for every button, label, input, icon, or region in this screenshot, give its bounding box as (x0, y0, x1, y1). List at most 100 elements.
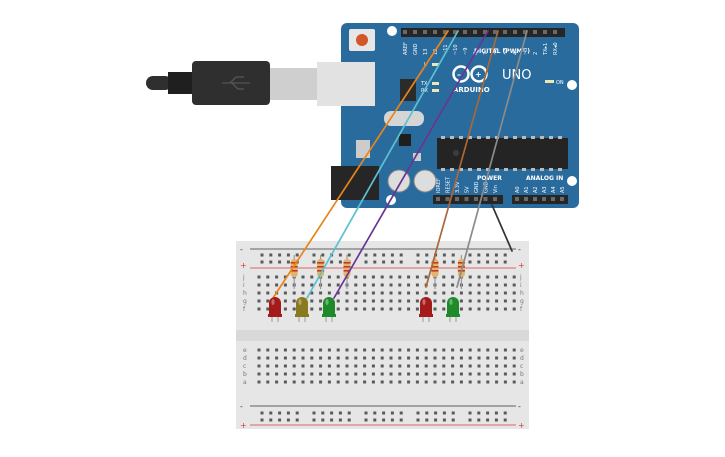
breadboard-hole[interactable] (371, 307, 375, 311)
breadboard-hole[interactable] (354, 291, 358, 295)
breadboard-hole[interactable] (292, 364, 296, 368)
breadboard-hole[interactable] (451, 275, 455, 279)
breadboard-hole[interactable] (477, 291, 481, 295)
breadboard-hole[interactable] (495, 364, 499, 368)
breadboard-hole[interactable] (398, 299, 402, 303)
rail-hole[interactable] (278, 260, 282, 264)
breadboard-hole[interactable] (503, 364, 507, 368)
rail-hole[interactable] (416, 418, 420, 422)
breadboard-hole[interactable] (407, 364, 411, 368)
rail-hole[interactable] (416, 253, 420, 257)
breadboard-hole[interactable] (389, 291, 393, 295)
rail-hole[interactable] (399, 253, 403, 257)
breadboard-hole[interactable] (407, 372, 411, 376)
breadboard-hole[interactable] (336, 299, 340, 303)
rail-hole[interactable] (338, 418, 342, 422)
jumper-wire[interactable] (333, 30, 489, 299)
breadboard-hole[interactable] (301, 283, 305, 287)
header-hole[interactable] (473, 30, 477, 34)
breadboard-hole[interactable] (415, 291, 419, 295)
breadboard-hole[interactable] (354, 275, 358, 279)
rail-hole[interactable] (434, 418, 438, 422)
breadboard-hole[interactable] (503, 299, 507, 303)
header-hole[interactable] (483, 197, 488, 201)
breadboard-hole[interactable] (345, 380, 349, 384)
breadboard-hole[interactable] (319, 299, 323, 303)
breadboard-hole[interactable] (512, 356, 516, 360)
breadboard-hole[interactable] (363, 364, 367, 368)
header-hole[interactable] (524, 197, 528, 201)
rail-hole[interactable] (494, 418, 498, 422)
breadboard-hole[interactable] (433, 348, 437, 352)
rail-hole[interactable] (451, 253, 455, 257)
rail-hole[interactable] (382, 418, 386, 422)
rail-hole[interactable] (260, 418, 264, 422)
breadboard-hole[interactable] (415, 348, 419, 352)
header-hole[interactable] (403, 30, 407, 34)
header-hole[interactable] (433, 30, 437, 34)
header-hole[interactable] (493, 197, 497, 201)
breadboard-hole[interactable] (380, 380, 384, 384)
breadboard-hole[interactable] (301, 356, 305, 360)
breadboard-hole[interactable] (363, 348, 367, 352)
rail-hole[interactable] (390, 260, 394, 264)
breadboard-hole[interactable] (363, 291, 367, 295)
breadboard-hole[interactable] (468, 283, 472, 287)
breadboard-hole[interactable] (345, 364, 349, 368)
header-hole[interactable] (551, 197, 555, 201)
breadboard-hole[interactable] (415, 283, 419, 287)
breadboard-hole[interactable] (283, 307, 287, 311)
breadboard-hole[interactable] (495, 307, 499, 311)
breadboard-hole[interactable] (468, 380, 472, 384)
breadboard-hole[interactable] (319, 291, 323, 295)
rail-hole[interactable] (269, 418, 273, 422)
breadboard-hole[interactable] (415, 356, 419, 360)
jumper-wire[interactable] (306, 30, 459, 299)
rail-hole[interactable] (399, 411, 403, 415)
jumper-wire[interactable] (491, 204, 513, 252)
breadboard-hole[interactable] (345, 299, 349, 303)
breadboard-hole[interactable] (459, 299, 463, 303)
breadboard-hole[interactable] (310, 291, 314, 295)
breadboard-hole[interactable] (407, 275, 411, 279)
breadboard-hole[interactable] (442, 380, 446, 384)
breadboard-hole[interactable] (424, 364, 428, 368)
rail-hole[interactable] (503, 411, 507, 415)
rail-hole[interactable] (295, 418, 299, 422)
breadboard-hole[interactable] (371, 348, 375, 352)
breadboard-hole[interactable] (459, 307, 463, 311)
breadboard-hole[interactable] (451, 364, 455, 368)
header-hole[interactable] (443, 30, 447, 34)
breadboard-hole[interactable] (257, 364, 261, 368)
breadboard-hole[interactable] (363, 307, 367, 311)
breadboard-hole[interactable] (407, 291, 411, 295)
breadboard-hole[interactable] (275, 380, 279, 384)
breadboard-hole[interactable] (310, 372, 314, 376)
rail-hole[interactable] (338, 253, 342, 257)
breadboard-hole[interactable] (257, 299, 261, 303)
rail-hole[interactable] (468, 260, 472, 264)
breadboard-hole[interactable] (486, 380, 490, 384)
breadboard-hole[interactable] (424, 372, 428, 376)
breadboard-hole[interactable] (336, 291, 340, 295)
breadboard-hole[interactable] (468, 291, 472, 295)
rail-hole[interactable] (390, 411, 394, 415)
breadboard-hole[interactable] (477, 275, 481, 279)
rail-hole[interactable] (312, 260, 316, 264)
breadboard-hole[interactable] (336, 380, 340, 384)
breadboard-hole[interactable] (292, 356, 296, 360)
breadboard-hole[interactable] (459, 291, 463, 295)
breadboard-hole[interactable] (468, 364, 472, 368)
breadboard-hole[interactable] (495, 356, 499, 360)
breadboard-hole[interactable] (424, 380, 428, 384)
rail-hole[interactable] (312, 411, 316, 415)
breadboard-hole[interactable] (266, 299, 270, 303)
rail-hole[interactable] (451, 411, 455, 415)
rail-hole[interactable] (425, 253, 429, 257)
breadboard-hole[interactable] (477, 356, 481, 360)
breadboard-hole[interactable] (512, 380, 516, 384)
breadboard-hole[interactable] (301, 291, 305, 295)
breadboard-hole[interactable] (283, 380, 287, 384)
breadboard-hole[interactable] (345, 307, 349, 311)
breadboard-hole[interactable] (257, 356, 261, 360)
